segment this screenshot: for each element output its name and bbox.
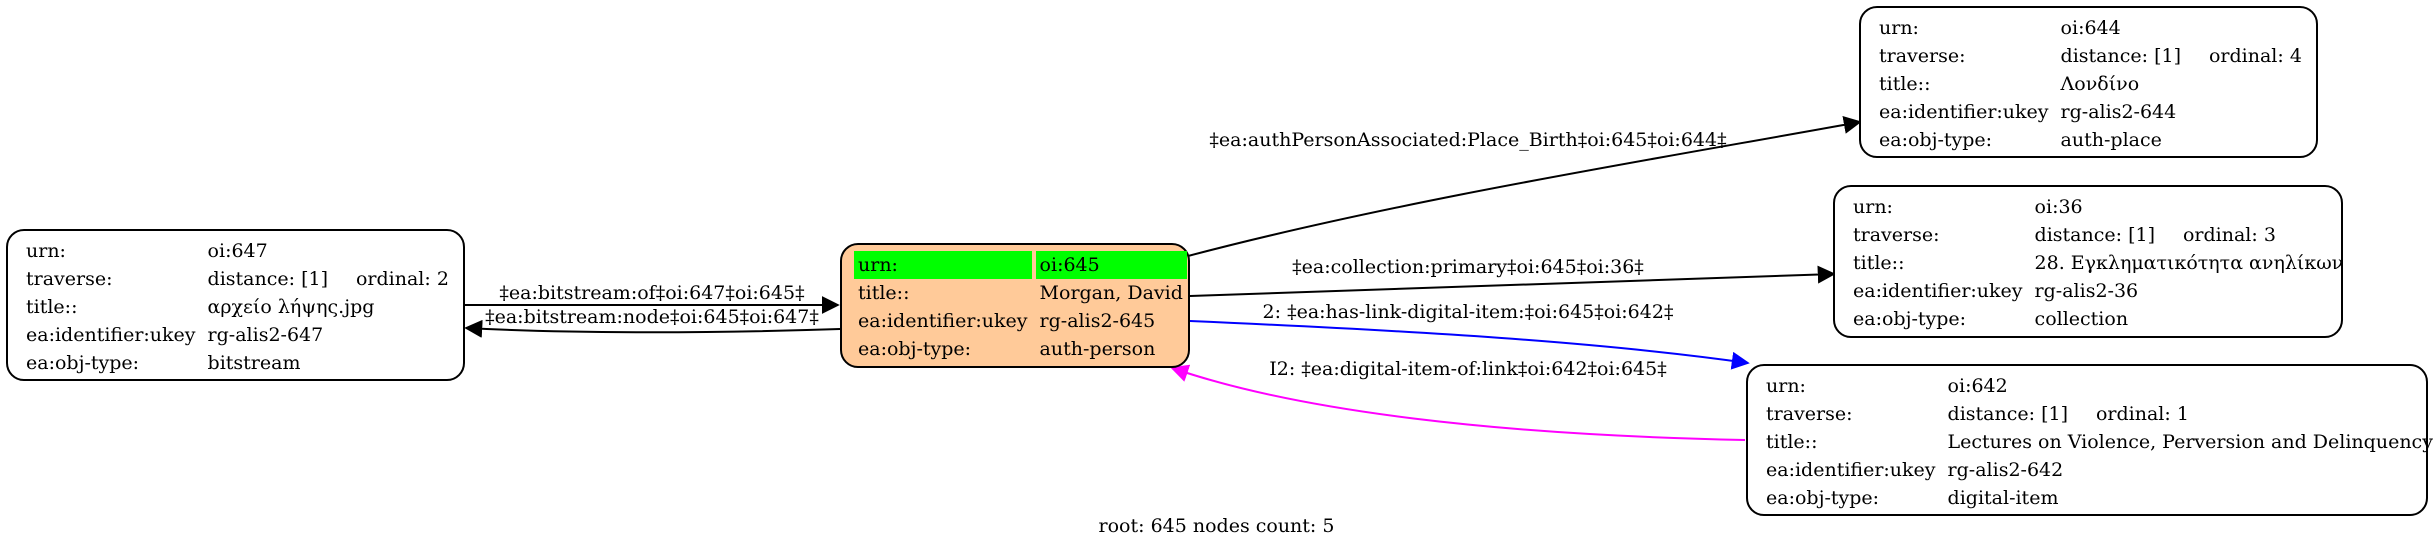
ordinal-value: ordinal: 2 [355, 268, 449, 290]
edge-label-bitstream-of: ‡ea:bitstream:of‡oi:647‡oi:645‡ [499, 282, 804, 304]
obj-type-value: auth-place [2060, 129, 2162, 151]
title-value: αρχείο λήψης.jpg [207, 296, 375, 318]
title-value: Lectures on Violence, Perversion and Del… [1947, 431, 2433, 453]
root-title-value: Morgan, David [1039, 282, 1183, 304]
root-ukey-value: rg-alis2-645 [1039, 310, 1156, 332]
obj-type-value: digital-item [1947, 487, 2059, 509]
edge-label-digital-item-of: I2: ‡ea:digital-item-of:link‡oi:642‡oi:6… [1269, 358, 1666, 380]
ukey-value: rg-alis2-644 [2060, 101, 2177, 123]
obj-type-key: ea:obj-type: [1853, 308, 1967, 330]
distance-value: distance: [1] [207, 268, 328, 290]
urn-value: oi:36 [2034, 196, 2083, 218]
root-obj-type-key: ea:obj-type: [858, 338, 972, 360]
edge-digital-item-of [1170, 364, 1746, 441]
ukey-key: ea:identifier:ukey [1879, 101, 2049, 123]
title-key: title:: [26, 296, 78, 318]
ukey-key: ea:identifier:ukey [26, 324, 196, 346]
traverse-key: traverse: [1879, 45, 1966, 67]
urn-key: urn: [1879, 17, 1919, 39]
edge-has-link-digital-item [1189, 320, 1750, 370]
root-title-key: title:: [858, 282, 910, 304]
urn-value: oi:642 [1947, 375, 2008, 397]
node-oi-644[interactable]: urn: oi:644 traverse: distance: [1] ordinal… [1859, 6, 2318, 158]
graph-caption: root: 645 nodes count: 5 [1098, 515, 1335, 537]
urn-key: urn: [1766, 375, 1806, 397]
root-urn-value: oi:645 [1035, 251, 1187, 279]
distance-value: distance: [1] [2034, 224, 2155, 246]
title-value: 28. Εγκληματικότητα ανηλίκων [2034, 252, 2344, 274]
node-oi-36[interactable]: urn: oi:36 traverse: distance: [1] ordinal:… [1833, 185, 2343, 338]
traverse-key: traverse: [26, 268, 113, 290]
root-ukey-key: ea:identifier:ukey [858, 310, 1028, 332]
node-oi-642[interactable]: urn: oi:642 traverse: distance: [1] ordinal… [1746, 364, 2433, 516]
urn-key: urn: [26, 240, 66, 262]
obj-type-key: ea:obj-type: [26, 352, 140, 374]
urn-key: urn: [1853, 196, 1893, 218]
obj-type-key: ea:obj-type: [1766, 487, 1880, 509]
traverse-key: traverse: [1766, 403, 1853, 425]
edge-bitstream-node [464, 319, 841, 338]
edge-label-collection-primary: ‡ea:collection:primary‡oi:645‡oi:36‡ [1292, 256, 1644, 278]
node-oi-647[interactable]: urn: oi:647 traverse: distance: [1] ordinal… [6, 229, 465, 381]
urn-value: oi:644 [2060, 17, 2121, 39]
title-key: title:: [1766, 431, 1818, 453]
urn-value: oi:647 [207, 240, 268, 262]
root-urn-key: urn: [854, 251, 1032, 279]
ukey-value: rg-alis2-647 [207, 324, 324, 346]
traverse-key: traverse: [1853, 224, 1940, 246]
edge-collection-primary [1189, 265, 1836, 297]
node-root-oi-645[interactable]: urn: oi:645 title::Morgan, David ea:iden… [840, 243, 1190, 368]
obj-type-value: bitstream [207, 352, 301, 374]
distance-value: distance: [1] [1947, 403, 2068, 425]
title-key: title:: [1879, 73, 1931, 95]
root-obj-type-value: auth-person [1039, 338, 1156, 360]
ordinal-value: ordinal: 4 [2208, 45, 2302, 67]
ukey-value: rg-alis2-642 [1947, 459, 2064, 481]
ordinal-value: ordinal: 1 [2095, 403, 2189, 425]
ordinal-value: ordinal: 3 [2182, 224, 2276, 246]
ukey-value: rg-alis2-36 [2034, 280, 2139, 302]
obj-type-value: collection [2034, 308, 2129, 330]
ukey-key: ea:identifier:ukey [1766, 459, 1936, 481]
title-value: Λονδίνο [2060, 73, 2140, 95]
edge-place-birth [1187, 116, 1862, 257]
obj-type-key: ea:obj-type: [1879, 129, 1993, 151]
edge-label-place-birth: ‡ea:authPersonAssociated:Place_Birth‡oi:… [1209, 129, 1726, 151]
edge-label-bitstream-node: ‡ea:bitstream:node‡oi:645‡oi:647‡ [485, 306, 819, 328]
distance-value: distance: [1] [2060, 45, 2181, 67]
edge-label-has-link-digital-item: 2: ‡ea:has-link-digital-item:‡oi:645‡oi:… [1263, 301, 1674, 323]
title-key: title:: [1853, 252, 1905, 274]
ukey-key: ea:identifier:ukey [1853, 280, 2023, 302]
